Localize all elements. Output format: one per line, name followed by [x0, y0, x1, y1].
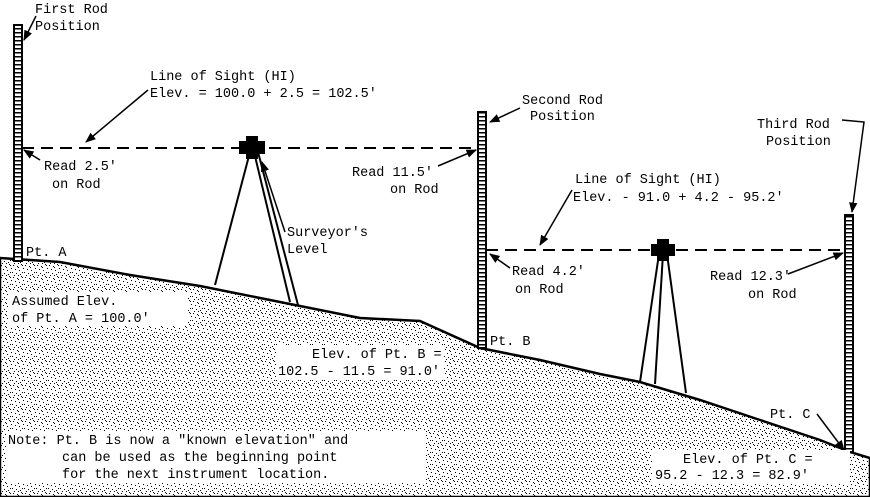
note-text: Note: Pt. B is now a "known elevation" a… [8, 434, 348, 483]
surveyors-level-1 [214, 136, 299, 306]
second-rod [477, 111, 487, 349]
pt-c-label: Pt. C [770, 408, 811, 423]
elev-b-label: Elev. of Pt. B =102.5 - 11.5 = 91.0' [278, 348, 442, 380]
leader-arrows [23, 15, 865, 451]
pt-a-label: Pt. A [26, 246, 67, 261]
read-b1-label: Read 11.5'on Rod [352, 166, 439, 198]
label-backgrounds [6, 292, 850, 484]
first-rod [13, 24, 23, 262]
line-of-sight-2-label: Line of Sight (HI)Elev. - 91.0 + 4.2 - 9… [573, 173, 784, 206]
surveyors-level-2 [639, 239, 687, 394]
read-c-label: Read 12.3'on Rod [710, 270, 797, 303]
read-b2-label: Read 4.2'on Rod [512, 265, 585, 298]
elev-c-label: Elev. of Pt. C =95.2 - 12.3 = 82.9' [655, 453, 813, 484]
read-a-label: Read 2.5'on Rod [44, 160, 117, 193]
assumed-elev-a-label: Assumed Elev.of Pt. A = 100.0' [12, 295, 150, 327]
pt-b-label: Pt. B [490, 335, 531, 350]
line-of-sight-1-label: Line of Sight (HI)Elev. = 100.0 + 2.5 = … [150, 70, 377, 102]
third-rod [844, 214, 854, 453]
